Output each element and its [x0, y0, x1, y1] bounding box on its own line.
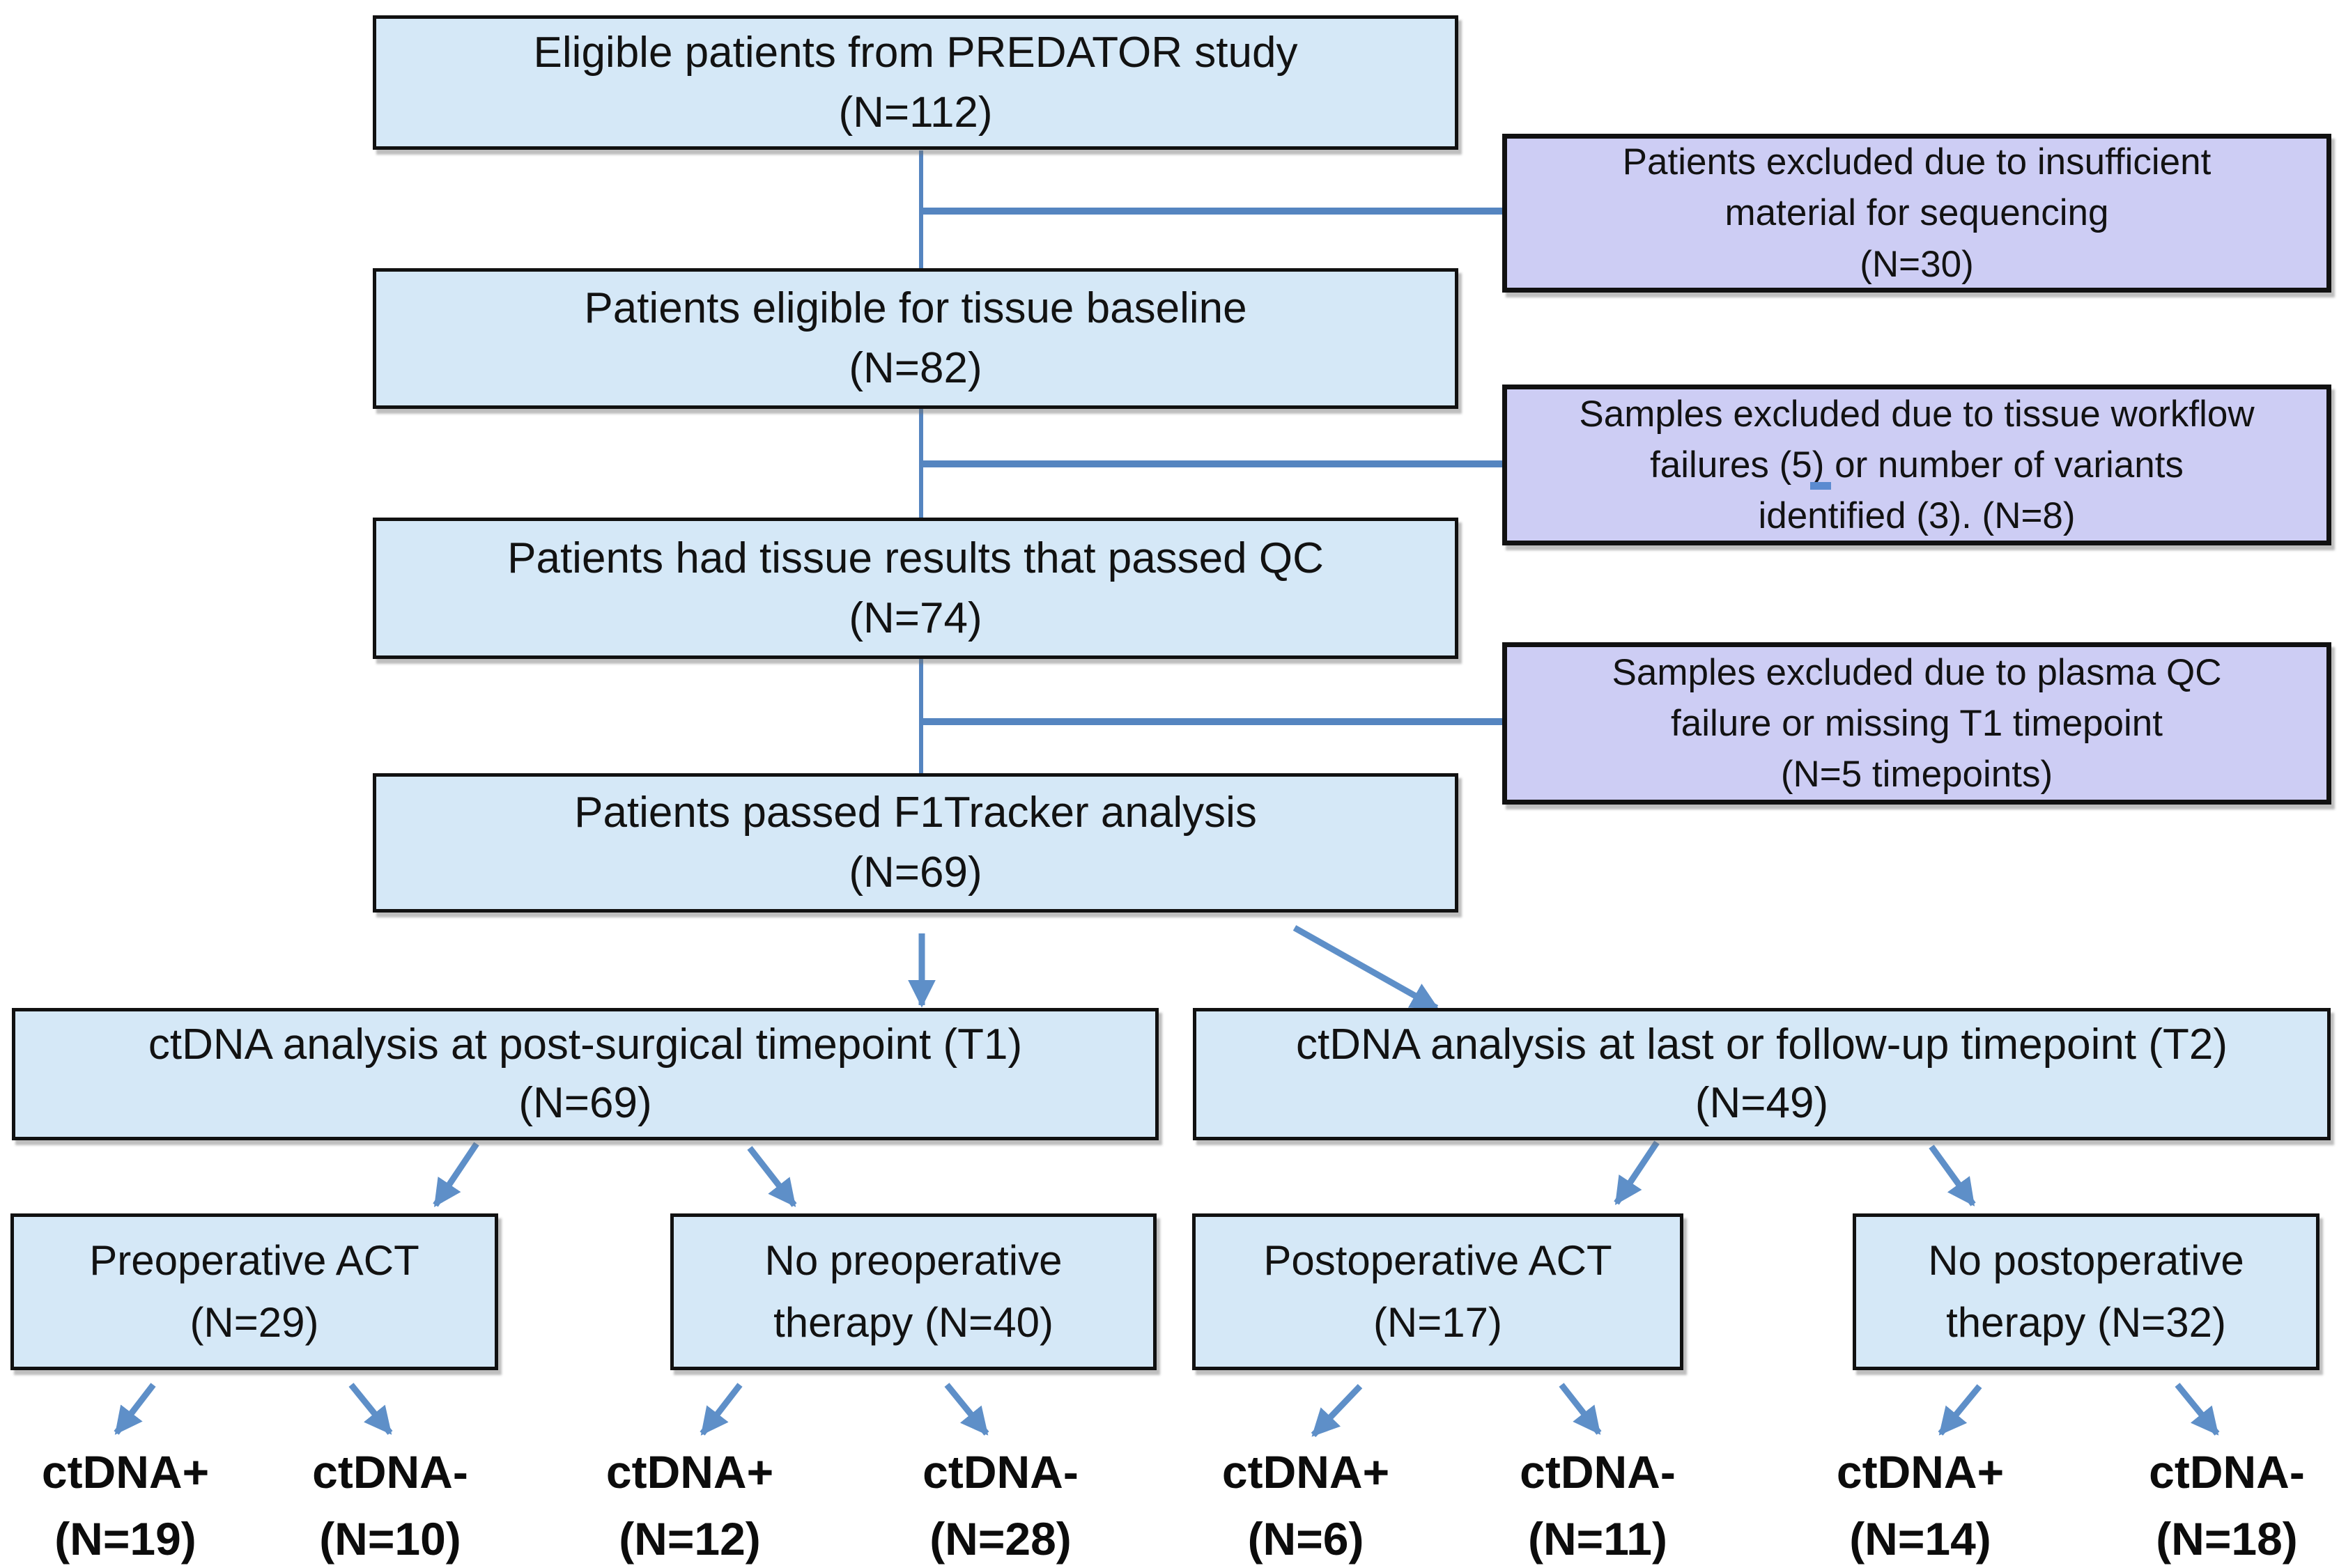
stray-underline-mark: [1810, 482, 1831, 490]
text-line: ctDNA-: [1520, 1446, 1676, 1498]
text-line: failure or missing T1 timepoint: [1671, 702, 2163, 744]
box-postoperative-act: Postoperative ACT (N=17): [1192, 1213, 1683, 1370]
box-eligible-predator: Eligible patients from PREDATOR study (N…: [373, 15, 1458, 150]
text-line: (N=69): [518, 1079, 652, 1127]
text-line: Patients eligible for tissue baseline: [584, 284, 1247, 333]
text-line: material for sequencing: [1724, 192, 2109, 234]
text-line: (N=28): [929, 1512, 1072, 1565]
text-line: (N=12): [619, 1512, 761, 1565]
text-line: (N=74): [849, 593, 982, 642]
text-line: therapy (N=40): [773, 1298, 1053, 1346]
label-no-preop-ctdna-pos: ctDNA+ (N=12): [564, 1439, 815, 1568]
text-line: Samples excluded due to plasma QC: [1612, 651, 2222, 693]
text-line: (N=112): [838, 88, 993, 137]
text-line: ctDNA-: [2149, 1446, 2305, 1498]
text-line: failures (5) or number of variants: [1650, 444, 2184, 486]
text-line: (N=82): [849, 344, 982, 392]
connector-line: [919, 150, 1504, 775]
text-line: (N=69): [849, 848, 982, 896]
box-excluded-plasma-qc: Samples excluded due to plasma QC failur…: [1502, 642, 2331, 805]
box-t1-ctdna-analysis: ctDNA analysis at post-surgical timepoin…: [12, 1008, 1159, 1140]
box-tissue-baseline: Patients eligible for tissue baseline (N…: [373, 268, 1458, 409]
text-line: (N=10): [319, 1512, 461, 1565]
box-excluded-tissue-workflow: Samples excluded due to tissue workflow …: [1502, 385, 2331, 545]
text-line: (N=30): [1860, 243, 1974, 285]
label-no-postop-ctdna-pos: ctDNA+ (N=14): [1795, 1439, 2046, 1568]
text-line: (N=19): [54, 1512, 196, 1565]
text-line: identified (3). (N=8): [1758, 495, 2076, 537]
text-line: (N=17): [1373, 1298, 1503, 1346]
label-postop-act-ctdna-pos: ctDNA+ (N=6): [1180, 1439, 1431, 1568]
text-line: (N=11): [1528, 1512, 1667, 1565]
text-line: ctDNA+: [41, 1446, 210, 1498]
box-t2-ctdna-analysis: ctDNA analysis at last or follow-up time…: [1193, 1008, 2331, 1140]
text-line: (N=5 timepoints): [1780, 754, 2053, 795]
label-no-postop-ctdna-neg: ctDNA- (N=18): [2101, 1439, 2339, 1568]
text-line: ctDNA+: [1221, 1446, 1390, 1498]
text-line: Patients excluded due to insufficient: [1622, 141, 2211, 183]
text-line: (N=14): [1849, 1512, 1991, 1565]
text-line: ctDNA-: [312, 1446, 468, 1498]
text-line: Patients passed F1Tracker analysis: [574, 789, 1257, 837]
text-line: (N=6): [1247, 1512, 1364, 1565]
text-line: No preoperative: [764, 1236, 1063, 1284]
box-tissue-qc-passed: Patients had tissue results that passed …: [373, 518, 1458, 659]
text-line: Eligible patients from PREDATOR study: [533, 28, 1298, 77]
text-line: Patients had tissue results that passed …: [507, 534, 1324, 582]
text-line: ctDNA+: [1836, 1446, 2005, 1498]
text-line: Preoperative ACT: [89, 1236, 419, 1284]
text-line: ctDNA analysis at post-surgical timepoin…: [148, 1020, 1023, 1069]
label-no-preop-ctdna-neg: ctDNA- (N=28): [875, 1439, 1126, 1568]
text-line: (N=29): [190, 1298, 319, 1346]
text-line: ctDNA analysis at last or follow-up time…: [1296, 1020, 2228, 1069]
text-line: (N=49): [1695, 1079, 1829, 1127]
text-line: ctDNA-: [923, 1446, 1079, 1498]
box-excluded-insufficient-material: Patients excluded due to insufficient ma…: [1502, 134, 2331, 293]
box-no-preoperative-therapy: No preoperative therapy (N=40): [670, 1213, 1157, 1370]
text-line: Samples excluded due to tissue workflow: [1579, 393, 2255, 435]
text-line: therapy (N=32): [1946, 1298, 2226, 1346]
label-preop-act-ctdna-neg: ctDNA- (N=10): [265, 1439, 516, 1568]
text-line: Postoperative ACT: [1263, 1236, 1612, 1284]
text-line: No postoperative: [1928, 1236, 2244, 1284]
box-no-postoperative-therapy: No postoperative therapy (N=32): [1853, 1213, 2319, 1370]
flow-arrow: [114, 925, 2220, 1438]
box-f1tracker-passed: Patients passed F1Tracker analysis (N=69…: [373, 773, 1458, 913]
label-postop-act-ctdna-neg: ctDNA- (N=11): [1472, 1439, 1723, 1568]
text-line: (N=18): [2156, 1512, 2298, 1565]
box-preoperative-act: Preoperative ACT (N=29): [10, 1213, 498, 1370]
text-line: ctDNA+: [605, 1446, 774, 1498]
label-preop-act-ctdna-pos: ctDNA+ (N=19): [0, 1439, 251, 1568]
